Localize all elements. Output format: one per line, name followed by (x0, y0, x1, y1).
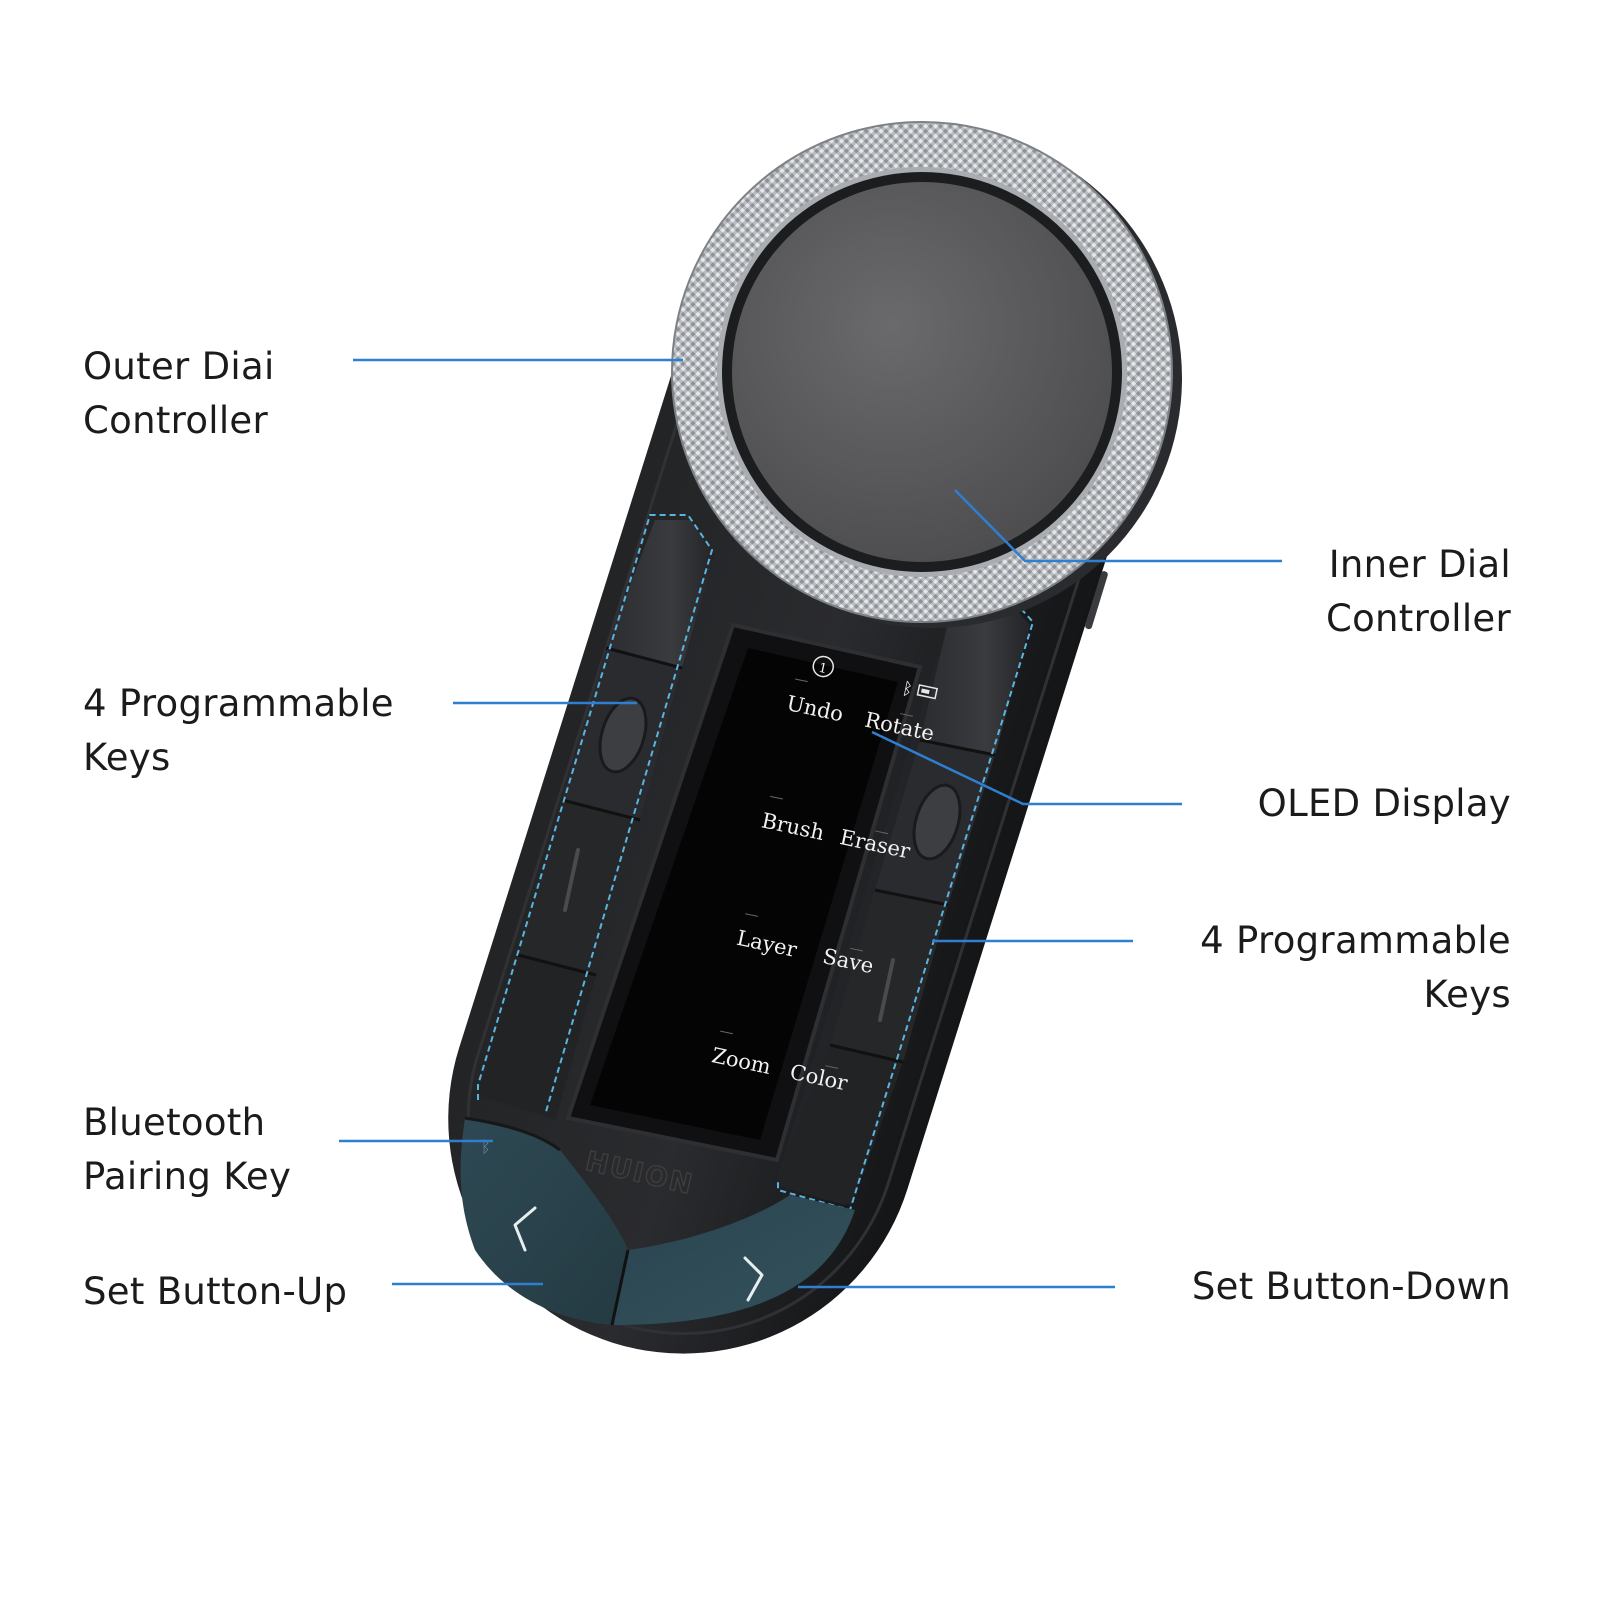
callout-bluetooth-line1: Bluetooth (83, 1101, 266, 1144)
callout-left-keys-line2: Keys (83, 736, 171, 779)
page-indicator: 1 (817, 661, 828, 677)
callout-inner-dial-controller: Inner Dial Controller (1326, 538, 1511, 646)
callout-outer-dial-line2: Controller (83, 399, 269, 442)
callout-right-keys-line1: 4 Programmable (1200, 919, 1511, 962)
callout-outer-dial-line1: Outer Diai (83, 345, 275, 388)
callout-bluetooth-line2: Pairing Key (83, 1155, 292, 1198)
callout-left-programmable-keys: 4 Programmable Keys (83, 677, 394, 785)
callout-right-keys-line2: Keys (1423, 973, 1511, 1016)
callout-set-button-up: Set Button-Up (83, 1265, 347, 1319)
bluetooth-key-icon: ᛒ (481, 1137, 491, 1156)
callout-inner-dial-line1: Inner Dial (1328, 543, 1511, 586)
chevron-right-icon (743, 1256, 764, 1302)
left-key-4[interactable] (478, 955, 596, 1118)
leader-inner-dial (954, 489, 1282, 563)
dial-controller (671, 121, 1182, 628)
set-button-down[interactable] (612, 1195, 855, 1325)
right-key-column (775, 600, 1035, 1212)
leader-lines (339, 358, 1282, 1289)
left-key-3[interactable] (518, 800, 640, 975)
left-key-column (477, 514, 715, 1120)
callout-right-programmable-keys: 4 Programmable Keys (1200, 914, 1511, 1022)
leader-oled (871, 730, 1182, 806)
callout-oled-display: OLED Display (1258, 777, 1511, 831)
battery-icon (916, 684, 939, 700)
callout-oled-line1: OLED Display (1257, 782, 1511, 825)
right-key-1[interactable] (920, 605, 1030, 755)
set-button-up[interactable] (460, 1118, 628, 1325)
bluetooth-status-icon: ᛒ (900, 679, 914, 701)
callout-set-down-line1: Set Button-Down (1191, 1265, 1511, 1308)
page-indicator-icon (812, 655, 834, 678)
callout-set-up-line1: Set Button-Up (83, 1270, 348, 1313)
inner-dial[interactable] (732, 182, 1112, 562)
chevron-left-icon (513, 1206, 537, 1252)
callout-inner-dial-line2: Controller (1325, 597, 1511, 640)
callout-bluetooth-pairing-key: Bluetooth Pairing Key (83, 1096, 291, 1204)
right-key-4[interactable] (775, 1045, 903, 1205)
callout-set-button-down: Set Button-Down (1192, 1260, 1511, 1314)
callout-left-keys-line1: 4 Programmable (83, 682, 394, 725)
oled-display (565, 622, 923, 1163)
callout-outer-dial-controller: Outer Diai Controller (83, 340, 275, 448)
